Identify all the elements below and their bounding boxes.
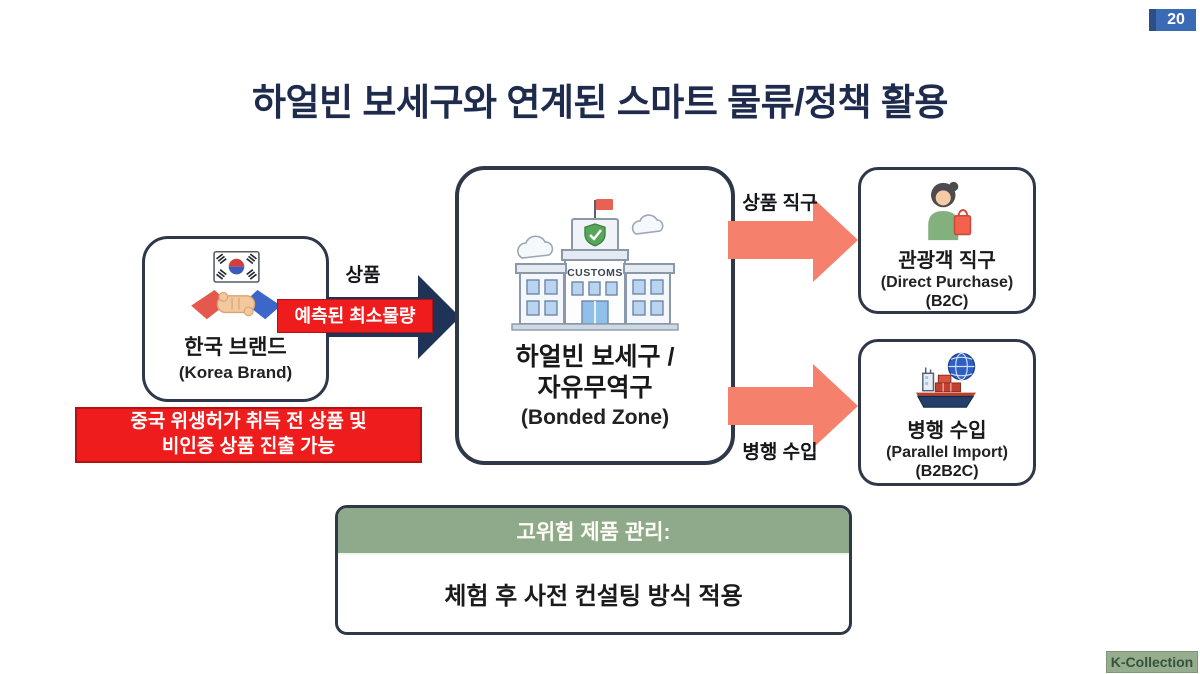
parallel-arrow-label: 병행 수입 bbox=[742, 442, 818, 463]
node-bonded-zone: CUSTOMS 하얼빈 보세구 / 자유무역구 (Bonded Zone bbox=[455, 166, 735, 465]
panel-header: 고위험 제품 관리: bbox=[338, 508, 849, 555]
direct-arrow-label: 상품 직구 bbox=[742, 193, 818, 214]
bonded-zone-label-en: (Bonded Zone) bbox=[520, 406, 670, 429]
parallel-import-label-en: (Parallel Import) bbox=[886, 444, 1008, 461]
goods-arrow-label: 상품 bbox=[345, 265, 381, 286]
slide-title: 하얼빈 보세구와 연계된 스마트 물류/정책 활용 bbox=[252, 82, 948, 123]
parallel-import-model: (B2B2C) bbox=[915, 463, 979, 480]
parallel-import-arrow bbox=[728, 364, 858, 448]
warning-line-1: 중국 위생허가 취득 전 상품 및 bbox=[130, 411, 367, 433]
korea-brand-label-ko: 한국 브랜드 bbox=[184, 336, 287, 359]
tourist-direct-label-en: (Direct Purchase) bbox=[880, 274, 1014, 291]
customs-sign-text: CUSTOMS bbox=[567, 267, 623, 279]
page-number-badge: 20 bbox=[1149, 9, 1196, 31]
customs-building-icon: CUSTOMS bbox=[511, 199, 679, 331]
warning-callout: 중국 위생허가 취득 전 상품 및 비인증 상품 진출 가능 bbox=[75, 407, 422, 463]
page-number: 20 bbox=[1167, 11, 1185, 28]
parallel-import-label-ko: 병행 수입 bbox=[907, 420, 987, 442]
risk-management-panel: 고위험 제품 관리: 체험 후 사전 컨설팅 방식 적용 bbox=[335, 505, 852, 635]
tourist-shopper-icon bbox=[928, 181, 972, 241]
tourist-direct-model: (B2C) bbox=[925, 293, 969, 310]
k-collection-text: K-Collection bbox=[1110, 654, 1194, 670]
warning-line-2: 비인증 상품 진출 가능 bbox=[161, 436, 336, 457]
node-tourist-direct: 관광객 직구 (Direct Purchase) (B2C) bbox=[858, 167, 1036, 314]
korea-flag-handshake-icon bbox=[190, 251, 281, 320]
direct-purchase-arrow bbox=[728, 198, 858, 282]
bonded-zone-label-ko-2: 자유무역구 bbox=[537, 373, 653, 402]
min-volume-tag: 예측된 최소물량 bbox=[277, 299, 433, 333]
panel-body: 체험 후 사전 컨설팅 방식 적용 bbox=[444, 583, 743, 610]
node-parallel-import: 병행 수입 (Parallel Import) (B2B2C) bbox=[858, 339, 1036, 486]
bonded-zone-label-ko-1: 하얼빈 보세구 / bbox=[515, 343, 675, 371]
tourist-direct-label-ko: 관광객 직구 bbox=[898, 250, 996, 272]
k-collection-watermark: K-Collection bbox=[1106, 651, 1198, 673]
cargo-ship-globe-icon bbox=[916, 352, 977, 408]
korea-brand-label-en: (Korea Brand) bbox=[178, 363, 293, 382]
